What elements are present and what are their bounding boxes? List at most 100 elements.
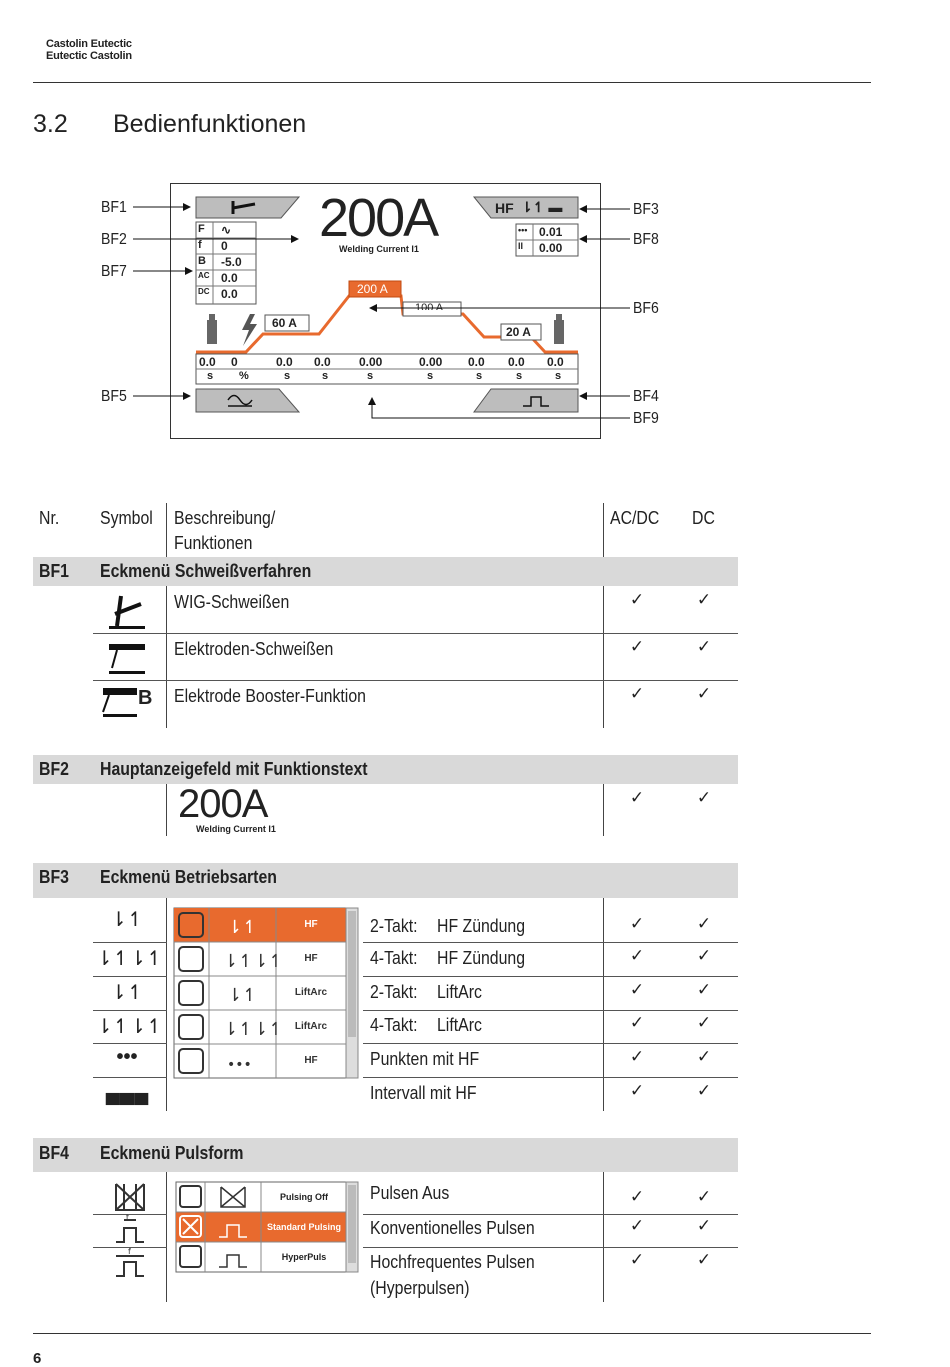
bf4-check-acdc: ✓ [629,1216,645,1235]
bf4-check-acdc: ✓ [629,1250,645,1269]
bf1-check-dc: ✓ [696,590,712,609]
gas-bottle-icon [207,320,217,344]
bf3-check-acdc: ✓ [629,914,645,933]
bf4-nr: BF4 [39,1143,69,1163]
time-unit: s [284,370,291,382]
time-value: 0.00 [419,355,443,369]
bf4-row-desc: Pulsen Aus [370,1183,450,1203]
bf4-menu-label: Standard Pulsing [266,1222,341,1232]
page-number: 6 [33,1350,42,1367]
spark-icon [242,314,257,346]
time-value: 0.0 [468,355,485,369]
bf3-row-ignition: LiftArc [437,982,482,1002]
col-header-desc-2: Funktionen [174,533,253,553]
label-peak-current: 200 A [357,282,388,296]
svg-text:t: t [126,1213,129,1222]
bf2-title: Hauptanzeigefeld mit Funktionstext [100,759,368,779]
bf3-check-dc: ✓ [696,914,712,933]
bf4-check-dc: ✓ [696,1216,712,1235]
bf3-header-row [33,863,738,898]
two-stroke-icon: ⇂↿ [110,909,144,931]
bf4-menu-label: Pulsing Off [280,1192,328,1202]
time-value: 0.0 [547,355,564,369]
bf1-row-desc: WIG-Schweißen [174,592,290,612]
torch-icon [231,201,256,214]
bf3-menu-label: HF [304,953,318,964]
bf2-label: Welding Current I1 [196,824,276,834]
bf3-row-mode: 2-Takt: [370,982,418,1002]
col-header-symbol: Symbol [100,508,153,528]
bf4-row-desc: Konventionelles Pulsen [370,1218,535,1238]
display-graphics [195,196,579,413]
bf3-menu-label: HF [304,919,318,930]
time-value: 0.0 [314,355,331,369]
bf3-nr: BF3 [39,867,69,887]
bf1-check-acdc: ✓ [629,590,645,609]
param-key: F [198,223,205,235]
label-end-current: 20 A [506,325,531,339]
four-stroke-icon: ⇂↿⇂↿ [96,948,164,970]
param-value: ∿ [221,223,232,237]
main-value: 200A [319,188,439,248]
bf2-check-dc: ✓ [696,788,712,807]
bf3-check-dc: ✓ [696,980,712,999]
bf3-check-dc: ✓ [696,946,712,965]
bf1-title: Eckmenü Schweißverfahren [100,561,312,581]
bf3-check-acdc: ✓ [629,946,645,965]
time-unit: s [476,370,483,382]
svg-text:f: f [128,1247,131,1256]
callout-bf5: BF5 [101,388,127,405]
time-unit: s [516,370,523,382]
callout-arrows [133,203,630,419]
time-unit: s [367,370,374,382]
electrode-icon [109,644,145,650]
callout-bf7: BF7 [101,263,127,280]
time-value: 0 [231,355,238,369]
four-stroke-liftarc-icon: ⇂↿⇂↿ [96,1016,164,1038]
time-value: 0.0 [508,355,525,369]
interval-icon: ▄▄▄ [105,1082,149,1104]
col-header-dc: DC [692,508,715,528]
col-header-acdc: AC/DC [610,508,660,528]
bf1-check-dc: ✓ [696,684,712,703]
bf4-header-row [33,1138,738,1172]
bf3-title: Eckmenü Betriebsarten [100,867,277,887]
section-title: Bedienfunktionen [113,110,307,138]
bf1-check-acdc: ✓ [629,684,645,703]
bf4-menu-label: HyperPuls [281,1252,327,1262]
bf4-icons: t f [115,1183,145,1277]
two-stroke-liftarc-icon: ⇂↿ [110,982,144,1004]
logo-line-2: Eutectic Castolin [46,50,132,62]
bf3-check-dc: ✓ [696,1047,712,1066]
param-key: DC [198,287,210,296]
bf1-row-desc: Elektrode Booster-Funktion [174,686,366,706]
svg-text:⇂↿: ⇂↿ [227,917,257,938]
pulse-icon [523,396,549,407]
label-start-current: 60 A [272,316,297,330]
bf4-title: Eckmenü Pulsform [100,1143,244,1163]
bf3-row-mode: 4-Takt: [370,948,418,968]
param-key: AC [198,271,210,280]
bf2-header-row [33,755,738,784]
bf2-value: 200A [178,782,268,826]
param-value: 0 [221,239,228,253]
bf1-check-dc: ✓ [696,637,712,656]
bf3-menu-image: ⇂↿ ⇂↿⇂↿ ⇂↿ ⇂↿⇂↿ ••• [173,907,359,1079]
time-unit: % [239,370,249,382]
main-label: Welding Current I1 [339,244,419,254]
svg-text:⇂↿⇂↿: ⇂↿⇂↿ [223,1019,283,1040]
time-unit: s [207,370,214,382]
param-box [195,221,257,305]
pulsing-off-icon [115,1183,145,1211]
callout-bf1: BF1 [101,199,127,216]
right-param-key: ••• [518,225,528,235]
bf3-check-acdc: ✓ [629,1081,645,1100]
time-value: 0.00 [359,355,383,369]
bf3-menu-label: LiftArc [294,987,328,998]
bf3-check-acdc: ✓ [629,1047,645,1066]
bf3-check-dc: ✓ [696,1081,712,1100]
col-header-nr: Nr. [39,508,60,528]
bf4-row3-extra: (Hyperpulsen) [370,1278,470,1298]
bf3-row-ignition: HF Zündung [437,948,526,968]
